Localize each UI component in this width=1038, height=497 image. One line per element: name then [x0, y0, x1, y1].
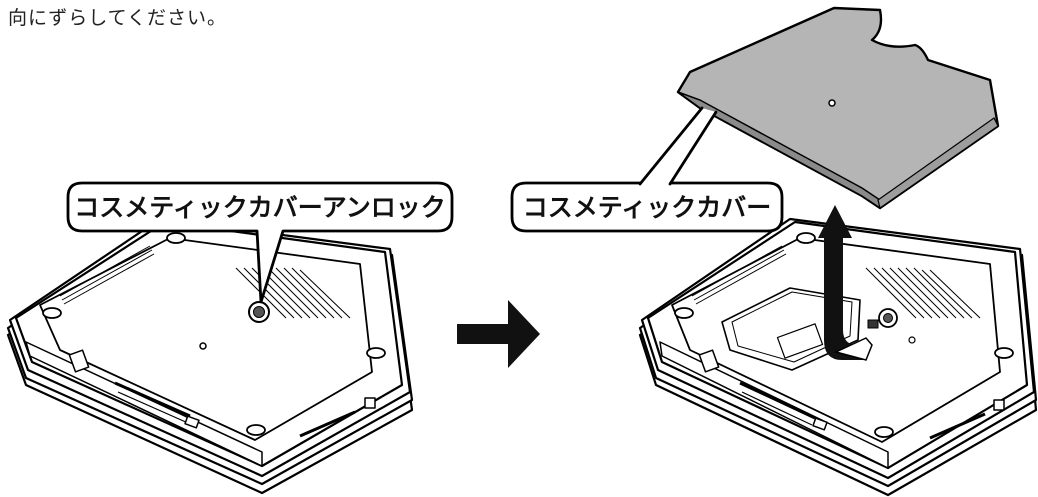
cover-callout-label: コスメティックカバー — [523, 193, 772, 222]
instruction-caption: 向にずらしてください。 — [8, 7, 228, 29]
unlock-callout-label: コスメティックカバーアンロック — [74, 193, 446, 222]
right-arrow-icon — [457, 300, 540, 368]
cover-callout: コスメティックカバー — [510, 106, 784, 233]
cosmetic-cover-panel — [676, 6, 1000, 210]
cosmetic-cover-unlock-button — [248, 301, 270, 323]
up-arrow-icon — [818, 205, 873, 361]
unlock-callout: コスメティックカバーアンロック — [66, 181, 454, 304]
laptop-bottom-with-cover — [6, 217, 414, 495]
